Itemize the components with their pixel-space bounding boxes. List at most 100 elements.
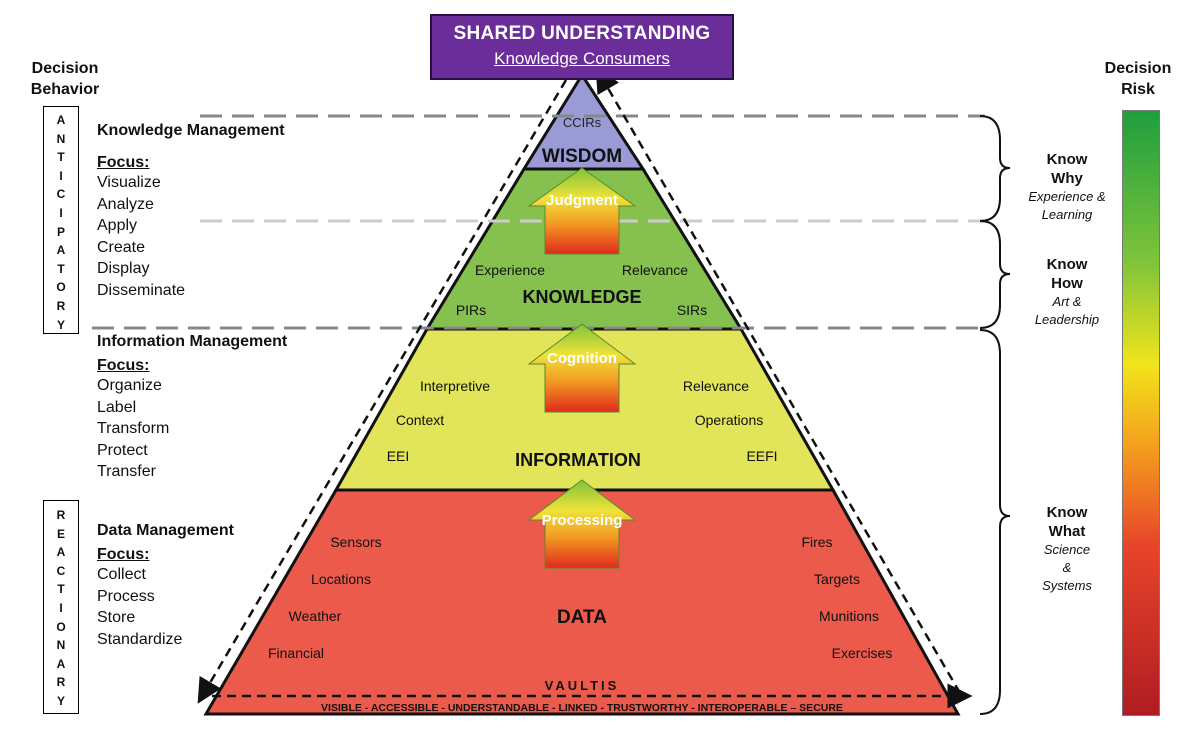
list-item: Label [97, 398, 137, 416]
information-management-list: Organize Label Transform Protect Transfe… [97, 375, 287, 483]
list-item: Disseminate [97, 281, 186, 299]
vertical-letter: A [56, 243, 66, 258]
information-operations: Operations [695, 412, 763, 428]
list-item: Transform [97, 420, 170, 437]
list-item: Collect [97, 566, 146, 583]
list-item: Visualize [97, 174, 161, 191]
data-targets: Targets [814, 571, 860, 587]
vaultis-expansion: VISIBLE - ACCESSIBLE - UNDERSTANDABLE - … [321, 702, 843, 714]
knowledge-management-block: Knowledge Management Focus: Visualize An… [97, 122, 285, 301]
list-item: Display [97, 260, 150, 277]
data-label: DATA [557, 607, 607, 628]
vertical-letter: R [56, 675, 66, 690]
knowledge-management-title: Knowledge Management [97, 122, 285, 139]
processing-arrow [527, 479, 637, 569]
vertical-letter: I [59, 205, 63, 220]
vertical-letter: A [56, 545, 66, 560]
know-what-label: Know What Science & Systems [1042, 504, 1092, 593]
vertical-letter: A [56, 113, 66, 127]
vertical-letter: O [56, 280, 66, 295]
vertical-letter: T [57, 261, 65, 276]
information-management-title: Information Management [97, 333, 288, 350]
knowledge-management-focus: Focus: [97, 154, 150, 171]
cognition-arrow [527, 323, 637, 413]
data-financial: Financial [268, 645, 324, 661]
knowledge-relevance: Relevance [622, 262, 688, 278]
vertical-letter: C [56, 187, 66, 202]
data-management-block: Data Management Focus: Collect Process S… [97, 522, 234, 650]
list-item: Organize [97, 377, 162, 394]
information-management-focus: Focus: [97, 357, 150, 374]
data-management-list: Collect Process Store Standardize [97, 564, 234, 650]
knowledge-management-list: Visualize Analyze Apply Create Display D… [97, 172, 285, 301]
list-item: Analyze [97, 195, 154, 213]
judgment-arrow [527, 167, 637, 255]
information-context: Context [396, 412, 444, 428]
vertical-letter: I [59, 168, 63, 183]
data-locations: Locations [311, 571, 371, 587]
knowledge-sirs: SIRs [677, 302, 707, 318]
decision-risk-header: Decision Risk [1104, 60, 1172, 98]
bracket-know-what [979, 329, 1011, 715]
vertical-letter: Y [56, 693, 65, 708]
data-munitions: Munitions [819, 608, 879, 624]
data-exercises: Exercises [832, 645, 893, 661]
vertical-letter: N [56, 131, 66, 146]
bracket-know-why [979, 115, 1011, 222]
vaultis-title: VAULTIS [545, 678, 620, 693]
vertical-letter: N [56, 638, 66, 653]
list-item: Standardize [97, 630, 183, 648]
decision-behavior-header: Decision Behavior [30, 60, 100, 98]
vertical-letter: E [56, 526, 65, 541]
list-item: Store [97, 609, 136, 626]
knowledge-experience: Experience [475, 262, 545, 278]
vertical-letter: A [56, 656, 66, 671]
vertical-letter: R [56, 298, 66, 313]
know-how-label: Know How Art & Leadership [1034, 256, 1100, 327]
vertical-letter: C [56, 563, 66, 578]
data-weather: Weather [289, 608, 342, 624]
knowledge-label: KNOWLEDGE [523, 287, 642, 307]
vertical-letter: I [59, 600, 63, 615]
wisdom-label: WISDOM [542, 146, 622, 167]
shared-understanding-title: SHARED UNDERSTANDING [453, 23, 711, 44]
vertical-letter: P [56, 224, 65, 239]
data-management-focus: Focus: [97, 546, 150, 563]
information-eei: EEI [387, 448, 410, 464]
judgment-label: Judgment [546, 192, 618, 209]
left-side-arrow [197, 79, 568, 704]
list-item: Process [97, 587, 155, 605]
data-fires: Fires [801, 534, 832, 550]
information-management-block: Information Management Focus: Organize L… [97, 333, 287, 483]
knowledge-consumers-subtitle: Knowledge Consumers [494, 49, 670, 68]
know-why-label: Know Why Experience & Learning [1028, 151, 1106, 222]
cognition-label: Cognition [547, 350, 617, 367]
vertical-letter: T [57, 582, 65, 597]
shared-understanding-box: SHARED UNDERSTANDING Knowledge Consumers [430, 14, 734, 80]
bracket-know-how [979, 220, 1011, 329]
processing-label: Processing [542, 512, 623, 529]
decision-risk-gradient-bar [1122, 110, 1160, 716]
list-item: Create [97, 238, 146, 256]
knowledge-pirs: PIRs [456, 302, 486, 318]
information-relevance: Relevance [683, 378, 749, 394]
list-item: Apply [97, 217, 138, 234]
right-side-arrow [595, 67, 962, 694]
data-sensors: Sensors [330, 534, 381, 550]
wisdom-ccirs: CCIRs [563, 115, 602, 130]
vertical-letter: O [56, 619, 66, 634]
vertical-letter: R [56, 508, 66, 522]
information-interpretive: Interpretive [420, 378, 490, 394]
information-eefi: EEFI [746, 448, 777, 464]
list-item: Protect [97, 441, 148, 459]
information-label: INFORMATION [515, 450, 641, 470]
list-item: Transfer [97, 463, 156, 480]
data-management-title: Data Management [97, 522, 234, 539]
vertical-letter: T [57, 150, 65, 165]
vertical-letter: Y [56, 317, 65, 332]
